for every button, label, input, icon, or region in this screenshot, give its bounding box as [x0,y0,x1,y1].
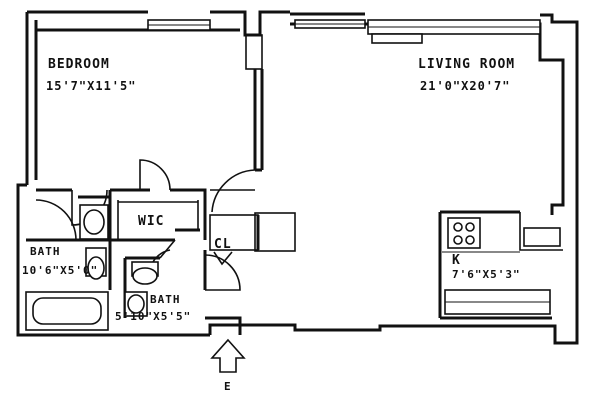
living-room-dimensions: 21'0"X20'7" [420,79,510,93]
entrance-arrow-icon [210,338,246,373]
bedroom-dimensions: 15'7"X11'5" [46,79,136,93]
closet-shelving [117,200,199,240]
kitchen-dimensions: 7'6"X5'3" [452,268,521,281]
window-icon [147,19,541,44]
living-room-name: LIVING ROOM [418,57,515,72]
sink-icon [79,204,148,317]
bath-1-dimensions: 10'6"X5'0" [22,264,98,277]
kitchen-name: K [452,253,461,268]
kitchen-counters [442,227,561,315]
bath-1-name: BATH [30,245,61,258]
stove-icon [447,217,481,249]
interior-walls [26,34,563,335]
bedroom-name: BEDROOM [48,57,110,72]
walk-in-closet-label: WIC [138,214,164,229]
bath-2-dimensions: 5'10"X5'5" [115,310,191,323]
toilet-icon [85,247,159,285]
closet-arrow-icon [213,251,233,266]
bathtub-icon [25,291,109,331]
coat-closet-label: CL [214,237,232,252]
bath-2-name: BATH [150,293,181,306]
entrance-label: E [224,380,232,393]
